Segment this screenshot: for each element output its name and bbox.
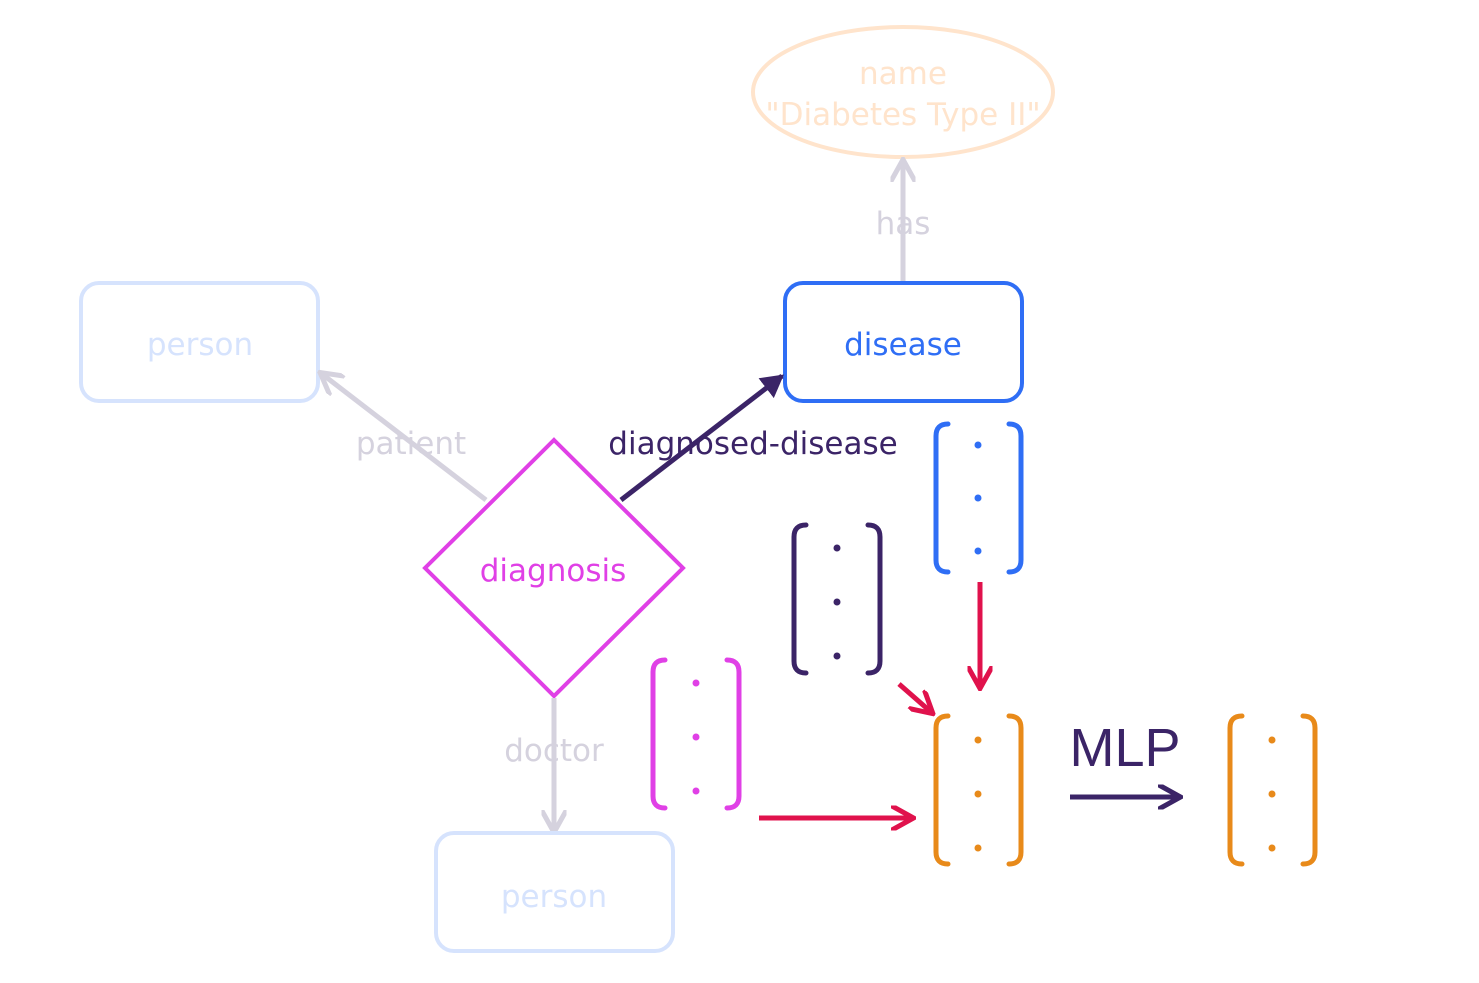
disease-embedding-vector (933, 421, 1024, 575)
arrow-role-to-concat (897, 682, 931, 712)
edge-label-diagnosed-disease: diagnosed-disease (608, 426, 897, 462)
entity-node-person-patient: person (79, 281, 320, 403)
edge-patient (322, 374, 488, 502)
attribute-label: name (859, 56, 947, 92)
diagnosis-label: diagnosis (480, 553, 627, 589)
edge-label-doctor: doctor (504, 733, 604, 769)
role-embedding-vector (791, 522, 883, 676)
diagnosis-embedding-vector (650, 657, 742, 811)
entity-node-disease: disease (783, 281, 1024, 403)
edge-label-has: has (876, 206, 931, 242)
disease-label: disease (844, 327, 962, 363)
mlp-label: MLP (1069, 718, 1180, 778)
edge-label-patient: patient (356, 426, 466, 462)
relation-node-diagnosis: diagnosis (422, 437, 686, 699)
attribute-value: "Diabetes Type II" (765, 97, 1040, 133)
edge-diagnosed-disease (619, 374, 784, 502)
person-doctor-label: person (501, 879, 607, 915)
concatenated-vector (933, 713, 1024, 867)
attribute-node-name: name "Diabetes Type II" (751, 25, 1055, 159)
output-vector (1227, 713, 1318, 867)
person-patient-label: person (147, 327, 253, 363)
entity-node-person-doctor: person (434, 831, 675, 953)
